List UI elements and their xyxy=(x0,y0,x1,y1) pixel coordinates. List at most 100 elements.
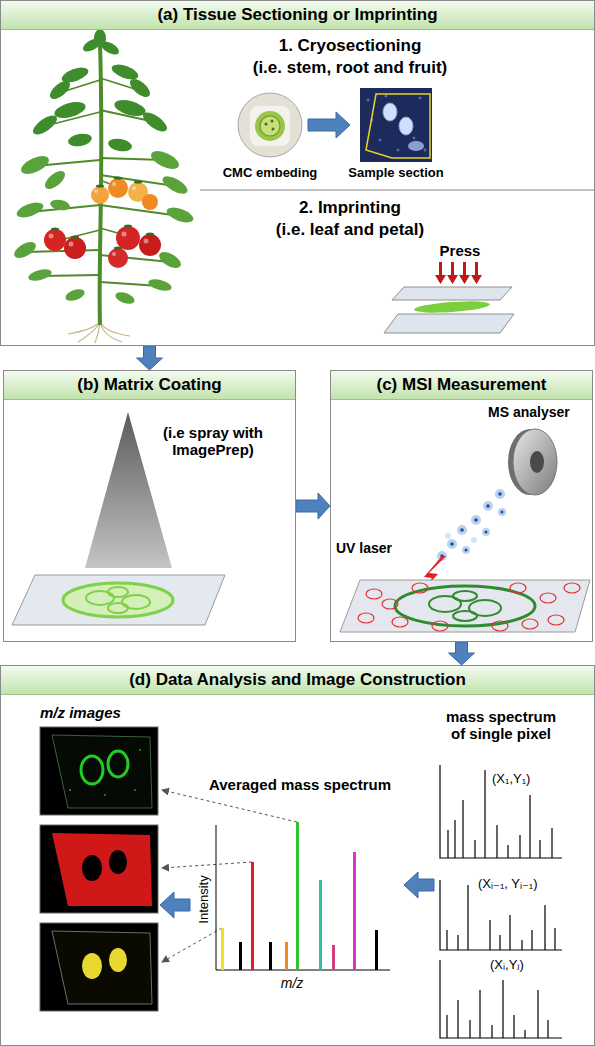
imprint-slides xyxy=(414,299,491,314)
tomato-plant xyxy=(47,78,73,103)
tomato-plant xyxy=(67,132,93,148)
pixel-spectra xyxy=(447,885,555,950)
spray-cone xyxy=(85,412,172,568)
tomato-plant xyxy=(69,242,74,247)
ions xyxy=(457,525,467,535)
sample-section-image xyxy=(419,97,422,100)
mz-image-green xyxy=(134,789,136,791)
sample-section-image xyxy=(366,94,430,158)
ms-analyser-disk xyxy=(530,451,544,473)
tomato-plant xyxy=(124,225,132,228)
averaged-spectrum xyxy=(251,862,254,970)
tomato-plant xyxy=(18,152,51,177)
tomato-plant xyxy=(132,186,136,190)
tomato-plant xyxy=(68,322,130,343)
tomato-plant xyxy=(139,234,161,256)
coated-slide xyxy=(63,583,173,617)
sample-section-image xyxy=(399,117,413,135)
tomato-plant xyxy=(100,322,130,336)
ions xyxy=(460,528,464,532)
tomato-plant xyxy=(27,267,53,283)
tomato-plant xyxy=(42,168,68,193)
pixel-spectra xyxy=(440,765,562,1038)
tomato-plant xyxy=(49,182,149,256)
annotation-label: 2. Imprinting xyxy=(230,198,470,218)
ions xyxy=(495,489,505,499)
leader-lines xyxy=(162,928,222,962)
ions xyxy=(465,549,468,552)
averaged-spectrum xyxy=(375,930,378,970)
mz-image-green xyxy=(69,749,141,796)
tomato-plant xyxy=(107,137,133,153)
tomato-plant xyxy=(94,29,106,47)
cmc-embedding-photo xyxy=(255,111,285,141)
msi-slide xyxy=(432,621,448,631)
ms-analyser-disk xyxy=(508,429,557,495)
mz-image-yellow xyxy=(40,923,158,1011)
cmc-embedding-photo xyxy=(271,120,274,123)
averaged-spectrum xyxy=(332,945,335,970)
panel-heading: (c) MSI Measurement xyxy=(331,371,592,400)
mz-image-green xyxy=(108,751,128,777)
sample-section-image xyxy=(360,88,432,162)
sample-section-image xyxy=(367,99,370,102)
tomato-plant xyxy=(116,226,140,250)
press-arrows xyxy=(471,275,482,284)
msi-slide xyxy=(548,615,564,625)
press-arrows xyxy=(435,262,482,284)
msi-slide xyxy=(412,583,428,593)
mz-image-red xyxy=(109,850,127,874)
tomato-plant xyxy=(108,178,128,198)
sample-section-image xyxy=(408,141,424,151)
msi-slide xyxy=(564,583,580,593)
tomato-plant xyxy=(44,229,66,251)
ions xyxy=(471,515,481,525)
tomato-plant xyxy=(144,239,149,244)
tomato-plant xyxy=(134,181,142,184)
mz-image-red xyxy=(40,825,158,913)
tomato-plant xyxy=(71,236,79,239)
tomato-plant xyxy=(91,186,109,204)
tomato-plant xyxy=(160,173,190,197)
ms-analyser-disk xyxy=(513,429,557,495)
msi-slide xyxy=(358,613,374,623)
tomato-plant xyxy=(100,322,122,342)
ions xyxy=(482,528,490,536)
tomato-plant xyxy=(12,147,196,306)
tomato-plant xyxy=(25,78,180,286)
annotation-label: Averaged mass spectrum xyxy=(200,776,400,793)
cmc-embedding-photo xyxy=(265,123,268,126)
msi-slide xyxy=(453,591,477,601)
coated-slide xyxy=(12,575,225,625)
annotation-label: (Xᵢ₋₁, Yᵢ₋₁) xyxy=(478,877,568,892)
cmc-embedding-photo xyxy=(238,93,302,157)
press-arrows xyxy=(459,275,470,284)
sample-section-image xyxy=(385,95,388,98)
press-arrows xyxy=(475,262,478,276)
mz-image-green xyxy=(52,735,152,808)
divider-line xyxy=(200,190,595,191)
msi-slide xyxy=(522,619,538,629)
ions xyxy=(498,508,506,516)
cmc-embedding-photo xyxy=(250,106,290,146)
tomato-plant xyxy=(30,29,170,153)
annotation-label: Sample section xyxy=(346,166,446,181)
tomato-plant xyxy=(49,198,70,211)
averaged-spectrum xyxy=(296,822,299,970)
annotation-label: Press xyxy=(420,242,500,259)
tomato-plant xyxy=(113,97,148,119)
mz-image-red xyxy=(52,833,152,906)
tomato-plant xyxy=(114,290,136,306)
tomato-plant xyxy=(146,233,154,236)
leader-lines xyxy=(162,790,297,822)
sample-section-image xyxy=(413,137,416,140)
averaged-spectrum xyxy=(269,942,272,970)
press-arrows xyxy=(435,275,446,284)
mz-image-green xyxy=(81,756,103,784)
imprint-slides xyxy=(384,314,514,333)
ions xyxy=(450,542,454,546)
tomato-plant xyxy=(51,228,59,231)
annotation-label: (i.e spray with ImagePrep) xyxy=(148,424,278,459)
tomato-plant xyxy=(44,177,161,269)
ions xyxy=(486,504,490,508)
